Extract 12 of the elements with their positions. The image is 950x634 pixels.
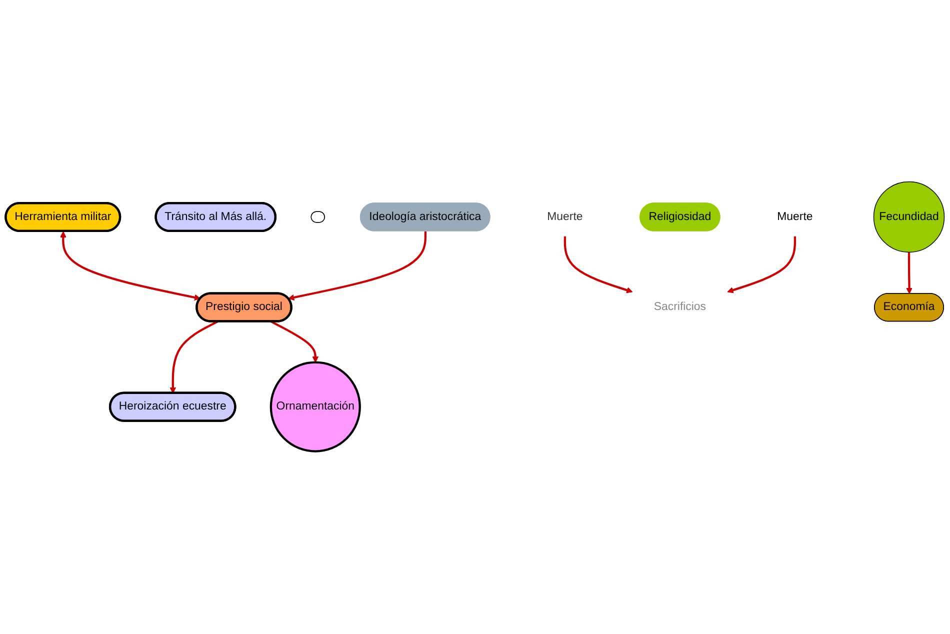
arrow <box>288 232 427 302</box>
arrow <box>60 232 201 302</box>
node-text: Sacrificios <box>654 301 706 314</box>
node-text: Muerte <box>547 211 583 224</box>
arrow <box>727 236 796 294</box>
node-text: Muerte <box>777 211 813 224</box>
arrow <box>906 252 912 294</box>
arrow <box>170 321 218 394</box>
node-circle: Ornamentación <box>270 362 361 453</box>
arrow <box>270 321 319 364</box>
arrow <box>564 236 633 294</box>
node-circle: Fecundidad <box>873 182 945 254</box>
